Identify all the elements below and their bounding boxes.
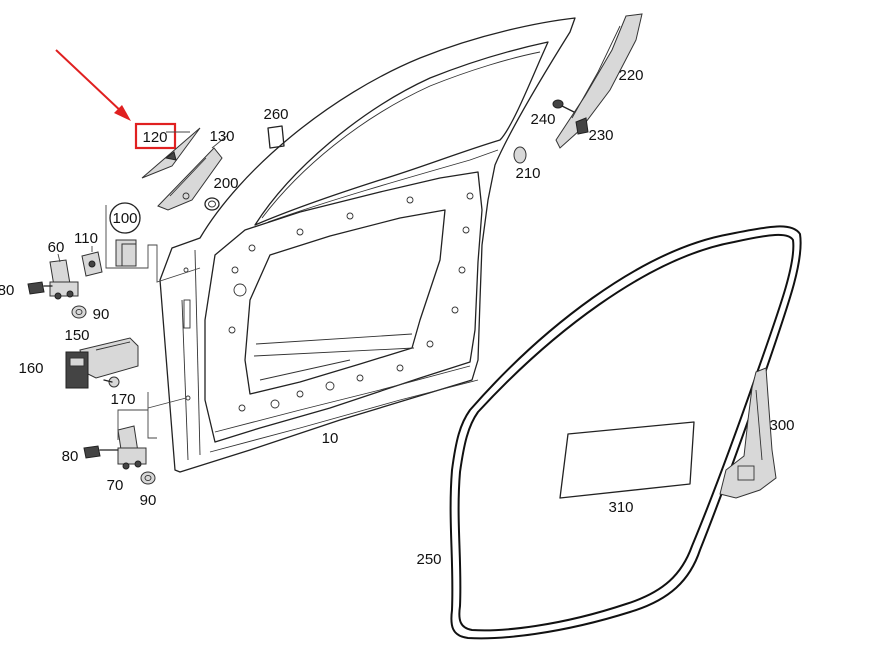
label-90-lower: 90 xyxy=(140,492,157,509)
part-100-hinge-kit xyxy=(105,202,201,283)
part-labels: 10 60 110 100 120 130 200 260 210 220 24… xyxy=(0,67,795,568)
label-210: 210 xyxy=(515,165,540,182)
label-80-upper: 80 xyxy=(0,282,14,299)
part-250-door-seal xyxy=(449,225,802,640)
part-200-grommet xyxy=(204,197,220,211)
highlight-annotation xyxy=(55,49,177,150)
part-310-panel xyxy=(559,421,695,499)
label-100: 100 xyxy=(112,210,137,227)
highlight-box xyxy=(134,122,177,150)
part-130-trim xyxy=(157,147,223,211)
part-120-mirror-triangle xyxy=(141,127,201,179)
label-230: 230 xyxy=(588,127,613,144)
label-200: 200 xyxy=(213,175,238,192)
part-230-clip xyxy=(575,117,589,135)
label-80-lower: 80 xyxy=(62,448,79,465)
label-120: 120 xyxy=(142,129,167,146)
label-70: 70 xyxy=(107,477,124,494)
part-300-bracket xyxy=(719,367,777,499)
part-220-pillar-trim xyxy=(555,13,643,149)
label-260: 260 xyxy=(263,106,288,123)
label-110: 110 xyxy=(74,230,98,247)
part-210-plug xyxy=(513,146,527,164)
part-260-sticker xyxy=(267,125,285,149)
label-250: 250 xyxy=(416,551,441,568)
label-10: 10 xyxy=(322,430,339,447)
label-170: 170 xyxy=(110,391,135,408)
part-240-screw xyxy=(552,99,575,113)
red-arrow-head xyxy=(114,105,131,121)
red-arrow-line xyxy=(55,49,125,115)
door-shell xyxy=(159,17,576,473)
label-130: 130 xyxy=(209,128,234,145)
label-160: 160 xyxy=(18,360,43,377)
lower-hinge-assembly xyxy=(83,409,156,485)
label-leaders xyxy=(57,131,229,263)
label-220: 220 xyxy=(618,67,643,84)
label-150: 150 xyxy=(64,327,89,344)
door-check-assembly xyxy=(65,337,187,439)
label-240: 240 xyxy=(530,111,555,128)
label-300: 300 xyxy=(769,417,794,434)
upper-hinge-assembly xyxy=(27,251,103,319)
label-60: 60 xyxy=(48,239,65,256)
label-90-upper: 90 xyxy=(93,306,110,323)
label-310: 310 xyxy=(608,499,633,516)
